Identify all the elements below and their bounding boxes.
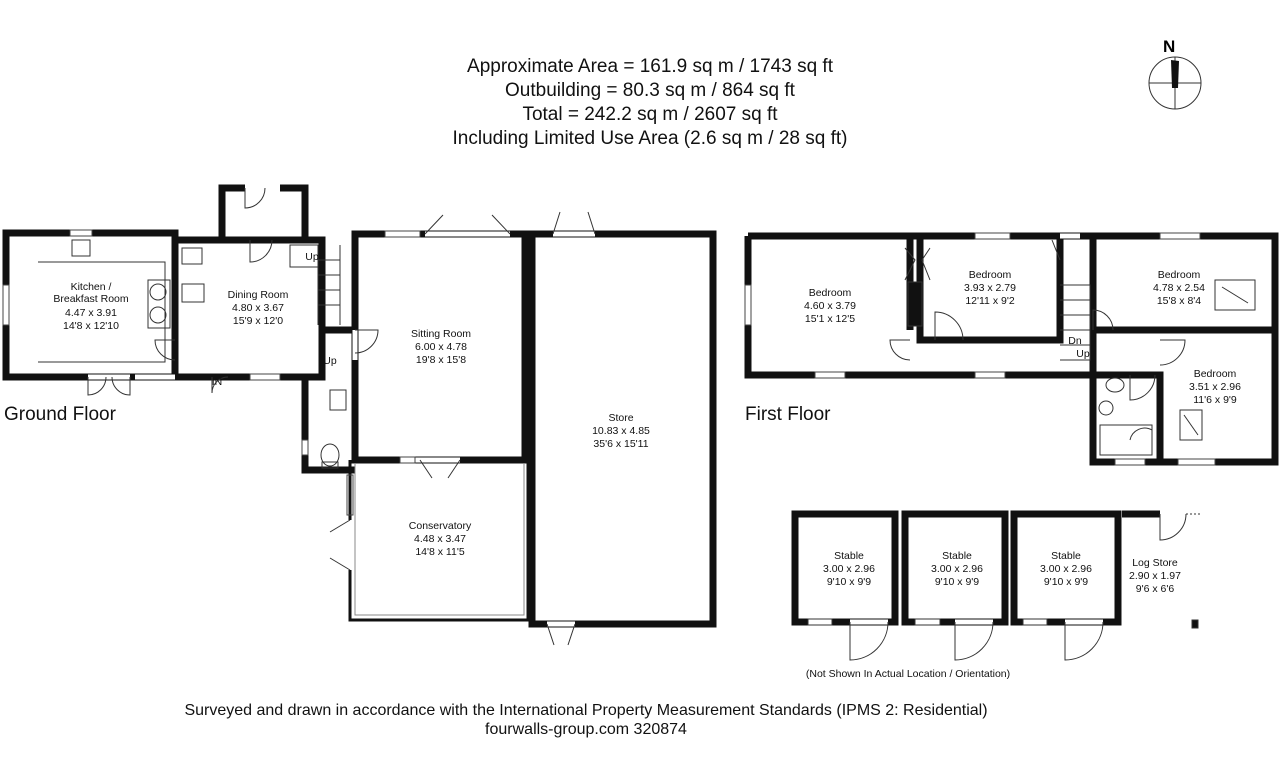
conservatory-name: Conservatory — [409, 520, 472, 532]
bedroom2-imperial: 12'11 x 9'2 — [965, 295, 1015, 307]
first-up-marker: Up — [1076, 348, 1090, 360]
ground-up-marker: Up — [305, 251, 319, 263]
store-imperial: 35'6 x 15'11 — [593, 438, 648, 450]
logstore-name: Log Store — [1132, 557, 1178, 569]
stable1-name: Stable — [834, 550, 864, 562]
footer-reference-text: fourwalls-group.com 320874 — [485, 721, 687, 738]
bedroom1-name: Bedroom — [809, 287, 852, 299]
first-floor-walls — [744, 232, 1279, 466]
dining-imperial: 15'9 x 12'0 — [233, 315, 283, 327]
kitchen-fittings — [38, 239, 205, 363]
stable2-name: Stable — [942, 550, 972, 562]
logstore-imperial: 9'6 x 6'6 — [1136, 583, 1175, 595]
limited-use-area-text: Including Limited Use Area (2.6 sq m / 2… — [452, 128, 848, 149]
first-window-panes — [744, 232, 1216, 466]
total-area-text: Total = 242.2 sq m / 2607 sq ft — [522, 104, 778, 125]
first-doors — [889, 239, 1186, 401]
sitting-metric: 6.00 x 4.78 — [415, 341, 467, 353]
ground-doors — [87, 187, 596, 646]
bedroom3-name: Bedroom — [1158, 269, 1201, 281]
stable2-imperial: 9'10 x 9'9 — [935, 576, 979, 588]
outbuilding-note: (Not Shown In Actual Location / Orientat… — [806, 668, 1010, 680]
ground-window-panes — [2, 229, 421, 516]
ground-stairs — [289, 244, 341, 325]
wc-up-marker: Up — [323, 355, 337, 367]
outbuilding-doors — [807, 513, 1200, 661]
bathroom-fittings — [1098, 279, 1256, 456]
stable1-imperial: 9'10 x 9'9 — [827, 576, 871, 588]
entrance-in-marker: IN — [212, 376, 223, 388]
outbuilding-walls — [791, 510, 1160, 626]
sitting-imperial: 19'8 x 15'8 — [416, 354, 466, 366]
bedroom1-metric: 4.60 x 3.79 — [804, 300, 856, 312]
kitchen-name-2: Breakfast Room — [53, 293, 129, 305]
first-dn-marker: Dn — [1068, 335, 1082, 347]
kitchen-imperial: 14'8 x 12'10 — [63, 320, 119, 332]
logstore-metric: 2.90 x 1.97 — [1129, 570, 1181, 582]
bedroom4-metric: 3.51 x 2.96 — [1189, 381, 1241, 393]
stable3-metric: 3.00 x 2.96 — [1040, 563, 1092, 575]
stable1-metric: 3.00 x 2.96 — [823, 563, 875, 575]
conservatory-imperial: 14'8 x 11'5 — [415, 546, 465, 558]
bedroom2-name: Bedroom — [969, 269, 1012, 281]
dining-metric: 4.80 x 3.67 — [232, 302, 284, 314]
bedroom4-imperial: 11'6 x 9'9 — [1193, 394, 1237, 406]
sitting-name: Sitting Room — [411, 328, 471, 340]
first-stairs — [904, 247, 1091, 361]
bedroom3-imperial: 15'8 x 8'4 — [1157, 295, 1201, 307]
bedroom4-name: Bedroom — [1194, 368, 1237, 380]
store-name: Store — [608, 412, 633, 424]
compass-north-letter: N — [1163, 37, 1175, 56]
approximate-area-text: Approximate Area = 161.9 sq m / 1743 sq … — [467, 56, 833, 77]
ground-windows — [3, 230, 595, 627]
store-metric: 10.83 x 4.85 — [592, 425, 650, 437]
ground-floor-walls — [2, 184, 717, 628]
wc-fittings — [320, 389, 347, 469]
outbuilding-area-text: Outbuilding = 80.3 sq m / 864 sq ft — [505, 80, 795, 101]
compass-icon — [1148, 56, 1202, 110]
first-floor-label: First Floor — [745, 404, 831, 425]
dining-name: Dining Room — [228, 289, 289, 301]
conservatory-metric: 4.48 x 3.47 — [414, 533, 466, 545]
stable3-imperial: 9'10 x 9'9 — [1044, 576, 1088, 588]
bedroom2-metric: 3.93 x 2.79 — [964, 282, 1016, 294]
bedroom1-imperial: 15'1 x 12'5 — [805, 313, 855, 325]
kitchen-metric: 4.47 x 3.91 — [65, 307, 117, 319]
stable2-metric: 3.00 x 2.96 — [931, 563, 983, 575]
kitchen-name-1: Kitchen / — [71, 281, 112, 293]
footer-ipms-text: Surveyed and drawn in accordance with th… — [184, 702, 988, 719]
stable3-name: Stable — [1051, 550, 1081, 562]
bedroom3-metric: 4.78 x 2.54 — [1153, 282, 1205, 294]
first-windows — [745, 233, 1215, 465]
ground-floor-label: Ground Floor — [4, 404, 116, 425]
